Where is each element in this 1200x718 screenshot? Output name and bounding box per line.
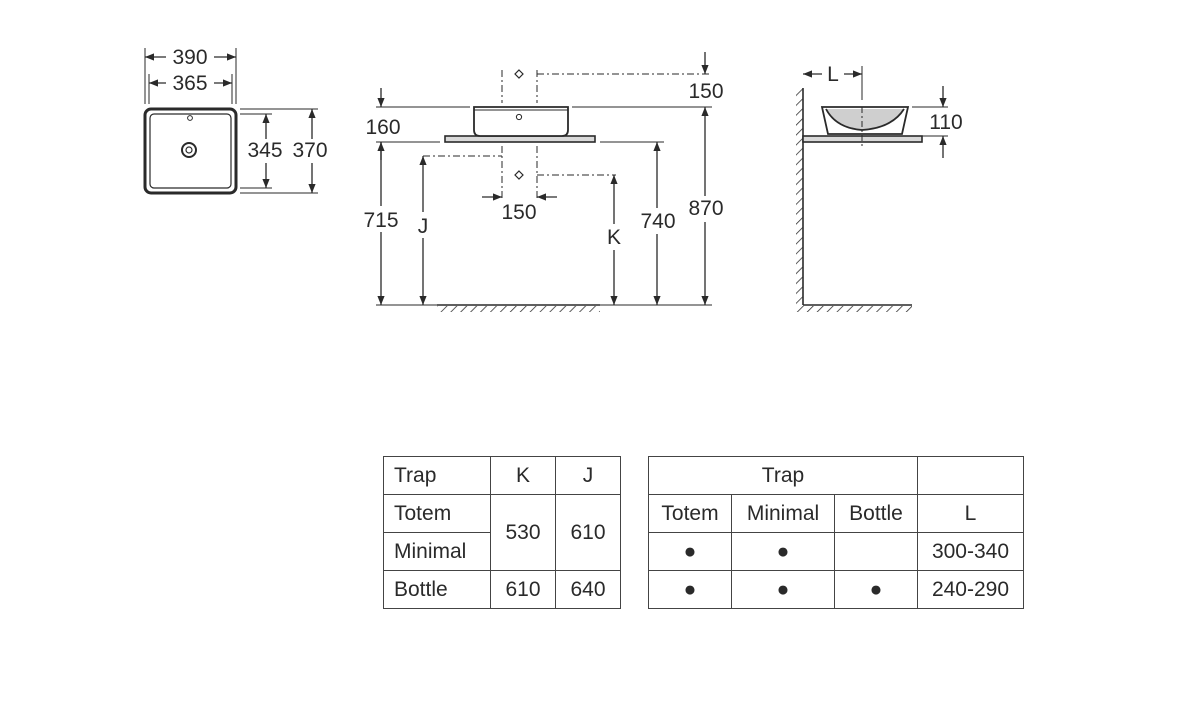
cell-j-merged: 610 — [555, 494, 621, 571]
dim-365-label: 365 — [172, 72, 207, 95]
cell-minimal: ● — [731, 570, 835, 609]
col-minimal: Minimal — [731, 494, 835, 533]
dim-390-label: 390 — [172, 46, 207, 69]
overflow-hole — [187, 115, 193, 121]
cell-bottle: ● — [834, 570, 918, 609]
table-row: Minimal — [383, 532, 621, 571]
cell-totem: ● — [648, 570, 732, 609]
top-view — [143, 48, 318, 195]
dim-160-label: 160 — [365, 116, 400, 139]
dim-740-label: 740 — [640, 210, 675, 233]
header-trap: Trap — [383, 456, 491, 495]
drain-icon — [181, 142, 197, 158]
front-view — [376, 52, 712, 312]
trap-kj-table: Trap K J Totem 530 610 Minimal Bottle 61… — [383, 456, 621, 609]
wall-hatch — [796, 88, 803, 305]
cell-l: 300-340 — [917, 532, 1024, 571]
overflow-hole-front — [515, 113, 523, 121]
table-row: ● ● ● 240-290 — [648, 570, 1024, 609]
dim-870-label: 870 — [688, 197, 723, 220]
row-name: Minimal — [383, 532, 491, 571]
dim-150-bottom-label: 150 — [501, 201, 536, 224]
cell-j: 640 — [555, 570, 621, 609]
cell-l: 240-290 — [917, 570, 1024, 609]
row-name: Bottle — [383, 570, 491, 609]
header-j: J — [555, 456, 621, 495]
header-trap: Trap — [648, 456, 918, 495]
table-subheader-row: Totem Minimal Bottle L — [648, 494, 1024, 533]
table-row: Totem 530 610 — [383, 494, 621, 571]
dim-k-label: K — [607, 226, 621, 249]
table-row: ● ● 300-340 — [648, 532, 1024, 571]
dim-150-top-label: 150 — [688, 80, 723, 103]
cell-minimal: ● — [731, 532, 835, 571]
dim-370-label: 370 — [292, 139, 327, 162]
dim-l-label: L — [827, 63, 839, 86]
side-floor-hatch — [796, 306, 912, 312]
table-row: Bottle 610 640 — [383, 570, 621, 609]
cell-k-merged: 530 — [490, 494, 556, 571]
dim-715-label: 715 — [363, 209, 398, 232]
header-k: K — [490, 456, 556, 495]
table-header-row: Trap K J — [383, 456, 621, 495]
col-bottle: Bottle — [834, 494, 918, 533]
dim-345-label: 345 — [247, 139, 282, 162]
basin-front — [473, 106, 569, 137]
col-l: L — [917, 494, 1024, 533]
dim-110-label: 110 — [929, 111, 962, 134]
basin-top-inner — [149, 113, 232, 189]
trap-l-table: Trap Totem Minimal Bottle L ● ● 300-340 … — [648, 456, 1024, 609]
row-name: Totem — [383, 494, 491, 533]
floor-hatch — [437, 306, 600, 312]
basin-top-outline — [143, 107, 238, 195]
dim-j-label: J — [418, 215, 429, 238]
col-totem: Totem — [648, 494, 732, 533]
cell-totem: ● — [648, 532, 732, 571]
header-empty — [917, 456, 1024, 495]
cell-k: 610 — [490, 570, 556, 609]
table-header-row: Trap — [648, 456, 1024, 495]
cell-bottle — [834, 532, 918, 571]
side-view — [796, 66, 948, 312]
